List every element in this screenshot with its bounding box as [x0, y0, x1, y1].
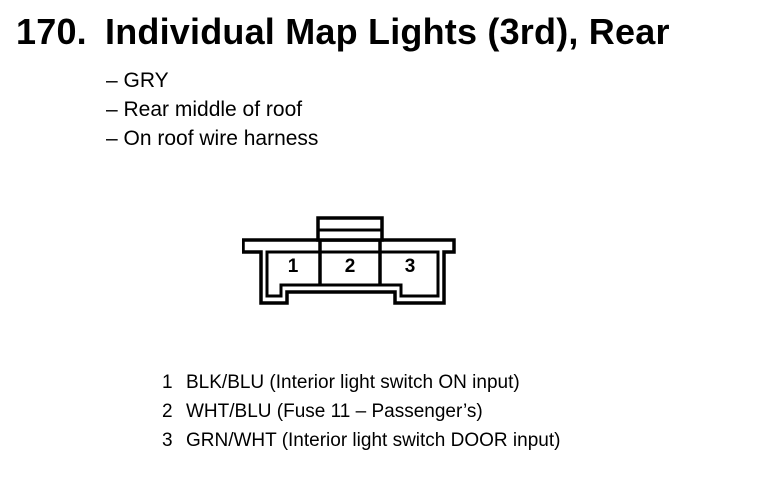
- note-color: – GRY: [106, 69, 169, 92]
- cavity-label-2: 2: [345, 256, 356, 277]
- pin-number: 3: [162, 430, 173, 451]
- page-title: 170. Individual Map Lights (3rd), Rear: [16, 10, 670, 54]
- note-harness: – On roof wire harness: [106, 127, 319, 150]
- note-location: – Rear middle of roof: [106, 98, 303, 121]
- pin-description: GRN/WHT (Interior light switch DOOR inpu…: [186, 430, 561, 451]
- connector-notes: – GRY – Rear middle of roof – On roof wi…: [106, 66, 318, 153]
- connector-inner-cavity: [265, 250, 440, 298]
- pin-row: 1 BLK/BLU (Interior light switch ON input…: [162, 368, 560, 397]
- connector-diagram: 1 2 3: [242, 216, 456, 305]
- pin-row: 2 WHT/BLU (Fuse 11 – Passenger’s): [162, 397, 560, 426]
- pin-description: WHT/BLU (Fuse 11 – Passenger’s): [186, 401, 483, 422]
- pin-description: BLK/BLU (Interior light switch ON input): [186, 372, 520, 393]
- pin-row: 3 GRN/WHT (Interior light switch DOOR inp…: [162, 426, 560, 455]
- cavity-label-3: 3: [405, 256, 416, 277]
- title-text: Individual Map Lights (3rd), Rear: [105, 11, 670, 52]
- pin-number: 1: [162, 372, 173, 393]
- cavity-label-1: 1: [288, 256, 299, 277]
- pin-number: 2: [162, 401, 173, 422]
- title-number: 170.: [16, 11, 87, 52]
- pin-list: 1 BLK/BLU (Interior light switch ON input…: [162, 368, 560, 455]
